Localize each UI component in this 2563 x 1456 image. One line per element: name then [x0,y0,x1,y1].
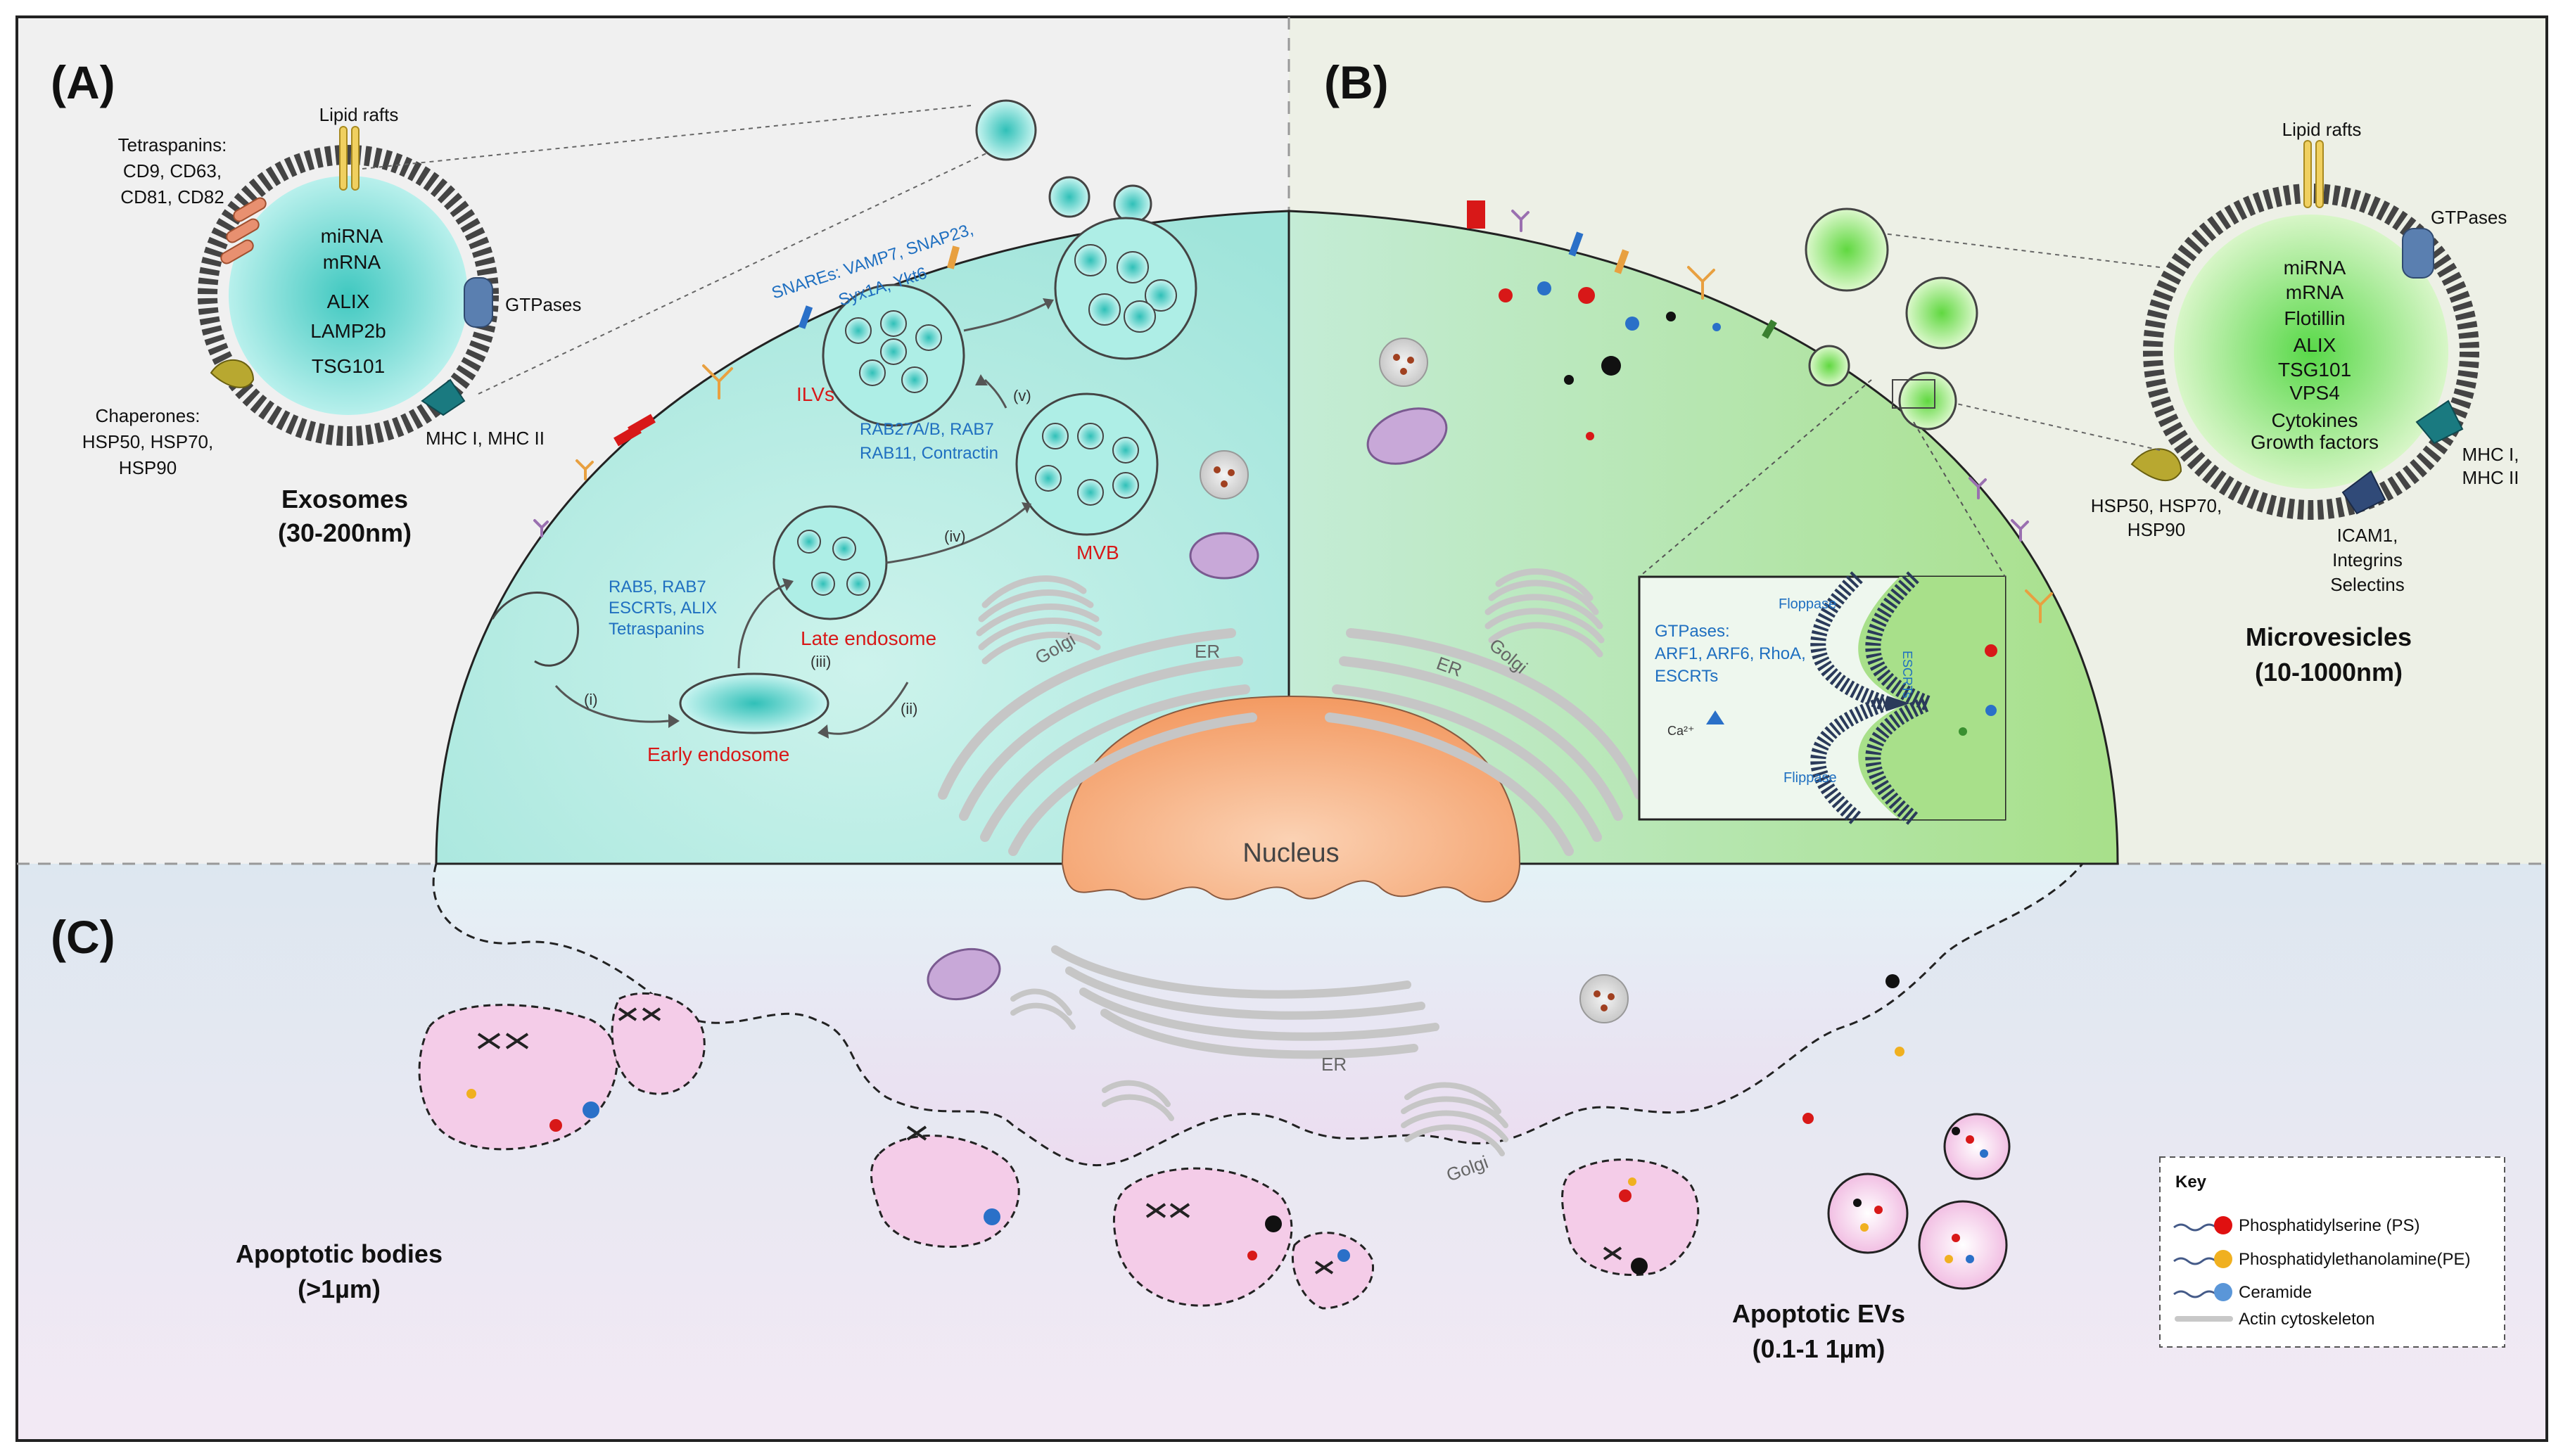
apoptotic-evs [1827,1113,2011,1290]
mv-size: (10-1000nm) [2255,658,2403,687]
inset-ca: Ca²⁺ [1667,724,1695,738]
lysosome-dots [1214,354,1615,1011]
exo-tetraspanins-0: Tetraspanins: [118,134,227,155]
golgi-bottom [1010,988,1508,1156]
exo-cargo-1: mRNA [323,251,381,273]
key-box [2159,1156,2505,1348]
secreted-exosomes [975,99,1152,224]
membrane-markers [533,200,2053,623]
nucleus [1061,695,1521,902]
key-item-0: Phosphatidylserine (PS) [2239,1216,2419,1235]
exo-mhc: MHC I, MHC II [426,428,545,449]
arrowheads [668,298,1054,739]
apoptotic-evs-size: (0.1-1 1µm) [1753,1334,1885,1363]
key-item-1: Phosphatidylethanolamine(PE) [2239,1250,2471,1269]
rab5-1: ESCRTs, ALIX [609,599,717,618]
er-top [938,628,1644,856]
mv-icam-0: ICAM1, [2337,525,2398,546]
rab5-2: Tetraspanins [609,620,704,639]
lysosomes [1200,338,1629,1023]
mv-hsp-1: HSP90 [2128,519,2185,540]
panel-b-label: (B) [1324,56,1389,108]
apoptotic-bodies-size: (>1µm) [298,1275,381,1303]
mv-cargo-0: miRNA [2284,257,2346,279]
exo-chaperones-1: HSP50, HSP70, [82,431,213,452]
inset-gtpases-2: ESCRTs [1655,667,1718,686]
apoptotic-bodies [418,992,1700,1310]
exosome-diagram [198,105,1014,446]
budding-microvesicles [1805,207,1978,430]
mv-gtpases: GTPases [2431,207,2507,228]
apoptotic-evs-title: Apoptotic EVs [1732,1299,1905,1328]
exo-title: Exosomes [281,485,408,513]
step-v: (v) [1013,387,1031,404]
exo-size: (30-200nm) [278,518,412,547]
rab5-0: RAB5, RAB7 [609,577,706,596]
exo-cargo-2: ALIX [327,290,370,312]
inset-gtpases-0: GTPases: [1655,622,1730,641]
step-i: (i) [584,691,598,708]
er-label-left: ER [1195,641,1220,662]
pathway-arrows [554,301,1049,735]
rab27-1: RAB11, Contractin [860,444,998,463]
er-bottom [1051,945,1439,1059]
inset-floppase: Floppase [1779,596,1836,612]
exo-cargo-4: TSG101 [312,355,385,377]
late-endosome-label: Late endosome [801,627,936,649]
exo-cargo-0: miRNA [321,225,383,247]
mv-cargo-2: Flotillin [2284,307,2345,329]
mv-lipid-rafts: Lipid rafts [2282,119,2362,140]
exo-tetraspanins-1: CD9, CD63, [123,160,222,181]
mv-cargo-1: mRNA [2286,281,2344,303]
rab27-0: RAB27A/B, RAB7 [860,420,994,439]
exo-cargo-3: LAMP2b [310,320,386,342]
mv-cargo-5: VPS4 [2289,382,2340,404]
mv-mhc-0: MHC I, [2462,444,2519,465]
exo-chaperones-2: HSP90 [119,457,177,478]
step-iv: (iv) [944,528,966,545]
mv-mhc-1: MHC II [2462,467,2519,488]
endocytic-pit [491,592,579,667]
membrane-inset [1638,379,2006,826]
apoptotic-er-label: ER [1321,1054,1347,1075]
panel-a-label: (A) [51,56,115,108]
panel-c-label: (C) [51,911,115,963]
mv-icam-2: Selectins [2330,574,2405,595]
mv-title: Microvesicles [2246,622,2412,651]
mv-cargo-4: TSG101 [2278,359,2351,381]
dna-fragments [477,1007,1622,1275]
inset-escrt: ESCRTs [1900,651,1914,698]
mv-cargo-7: Growth factors [2251,431,2379,453]
cytoplasm-dots [1499,281,1904,1124]
exo-chaperones-0: Chaperones: [96,405,201,426]
golgi-left [976,575,1102,665]
early-endosome-label: Early endosome [647,743,789,765]
ilv-vesicles [797,244,1177,596]
key-item-3: Actin cytoskeleton [2239,1310,2374,1329]
exo-gtpases: GTPases [505,294,581,315]
apoptotic-contents [466,1089,1988,1275]
mv-cargo-3: ALIX [2294,334,2336,356]
key-item-2: Ceramide [2239,1283,2312,1302]
inset-gtpases-1: ARF1, ARF6, RhoA, [1655,644,1806,663]
golgi-right [1484,568,1605,658]
step-ii: (ii) [901,700,917,717]
exo-tetraspanins-2: CD81, CD82 [120,186,224,207]
key-title: Key [2175,1173,2207,1192]
step-iii: (iii) [810,653,831,670]
apoptotic-bodies-title: Apoptotic bodies [236,1239,443,1268]
mv-icam-1: Integrins [2332,549,2403,570]
exo-lipid-rafts: Lipid rafts [319,104,399,125]
mv-hsp-0: HSP50, HSP70, [2091,495,2222,516]
microvesicle-diagram [1871,140,2479,520]
mvb-label: MVB [1076,542,1119,563]
ilvs-label: ILVs [796,383,834,405]
nucleus-label: Nucleus [1242,838,1339,868]
inset-flippase: Flippase [1783,770,1837,786]
mv-cargo-6: Cytokines [2272,409,2358,431]
figure-border [15,15,2548,1442]
